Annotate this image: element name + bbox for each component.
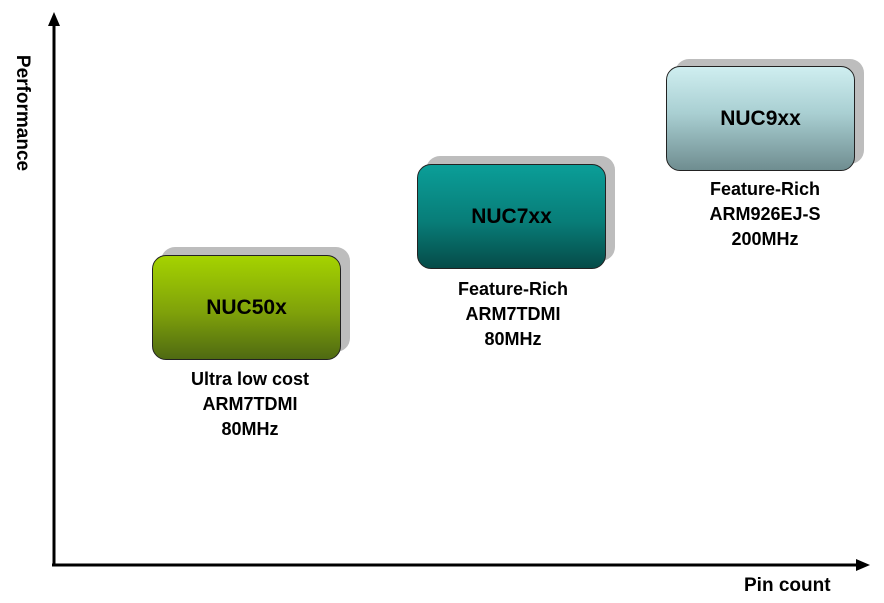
y-axis-arrow bbox=[48, 12, 60, 26]
y-axis-label: Performance bbox=[12, 54, 33, 172]
nuc9xx-desc-line-1: Feature-Rich bbox=[709, 179, 821, 199]
nuc50x-box: NUC50x bbox=[152, 255, 341, 360]
nuc9xx-desc-line-3: 200MHz bbox=[731, 229, 799, 249]
nuc50x-desc-line-2: ARM7TDMI bbox=[202, 394, 298, 414]
nuc9xx-label: NUC9xx bbox=[720, 106, 801, 130]
nuc7xx-desc-line-2: ARM7TDMI bbox=[465, 304, 561, 324]
x-axis-label: Pin count bbox=[744, 575, 831, 596]
nuc7xx-box: NUC7xx bbox=[417, 164, 606, 269]
nuc7xx-description: Feature-Rich ARM7TDMI 80MHz bbox=[403, 277, 623, 352]
nuc7xx-desc-line-1: Feature-Rich bbox=[457, 279, 569, 299]
nuc50x-label: NUC50x bbox=[206, 295, 287, 319]
nuc9xx-description: Feature-Rich ARM926EJ-S 200MHz bbox=[655, 177, 875, 252]
nuc50x-desc-line-3: 80MHz bbox=[221, 419, 279, 439]
nuc9xx-desc-line-2: ARM926EJ-S bbox=[709, 204, 821, 224]
nuc50x-desc-line-1: Ultra low cost bbox=[190, 369, 310, 389]
nuc50x-description: Ultra low cost ARM7TDMI 80MHz bbox=[140, 367, 360, 442]
nuc7xx-label: NUC7xx bbox=[471, 204, 552, 228]
x-axis-arrow bbox=[856, 559, 870, 571]
nuc7xx-desc-line-3: 80MHz bbox=[484, 329, 542, 349]
nuc9xx-box: NUC9xx bbox=[666, 66, 855, 171]
